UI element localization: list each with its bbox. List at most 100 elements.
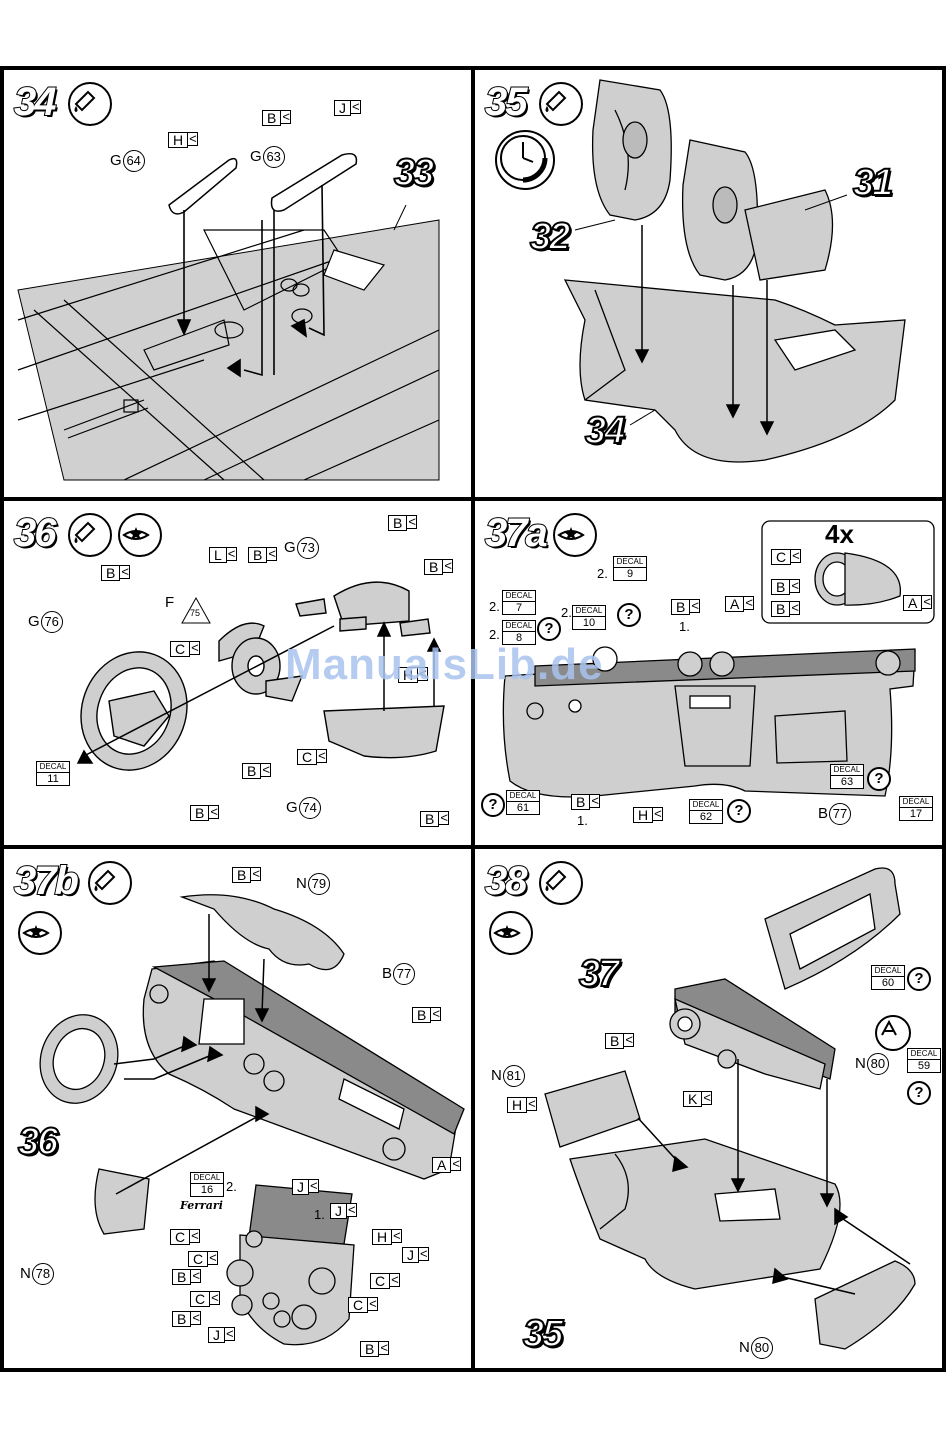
flag — [309, 1179, 319, 1193]
decal-number: 7 — [503, 601, 535, 614]
color-tag-b: B — [360, 1341, 390, 1357]
tag-letter: B — [248, 547, 268, 563]
color-tag-b: B — [232, 867, 262, 883]
decal-number: 9 — [614, 567, 646, 580]
flag — [702, 1091, 713, 1105]
color-tag-c: C — [348, 1297, 379, 1313]
decal-label: DECAL — [692, 800, 720, 809]
tag-letter: B — [172, 1269, 192, 1285]
tag-letter: B — [771, 601, 791, 617]
tag-letter: B — [172, 1311, 192, 1327]
flag — [690, 599, 701, 613]
tag-letter: B — [424, 559, 444, 575]
question-icon: ? — [907, 967, 931, 991]
color-tag-j: J — [334, 100, 361, 116]
tag-letter: B — [262, 110, 282, 126]
color-tag-b: B — [262, 110, 292, 126]
color-tag-a: A — [725, 596, 755, 612]
color-tag-k: K — [683, 1091, 713, 1107]
tag-letter: B — [420, 811, 440, 827]
flag — [188, 132, 199, 146]
color-tag-h: H — [372, 1229, 403, 1245]
step-35-panel: 35 31 32 34 — [475, 70, 942, 497]
tag-letter: B — [101, 565, 121, 581]
flag — [790, 601, 801, 615]
ref-letter: B — [382, 965, 393, 982]
tag-letter: B — [605, 1033, 625, 1049]
tag-letter: B — [190, 805, 210, 821]
part-33: 33 — [393, 151, 435, 195]
color-tag-h: H — [633, 807, 664, 823]
glue-icon — [68, 513, 112, 557]
order-1: 1. — [679, 619, 690, 634]
decal-number: 11 — [37, 772, 69, 785]
color-tag-h: H — [398, 667, 429, 683]
tag-letter: C — [771, 549, 792, 565]
tag-letter: B — [388, 515, 408, 531]
flag — [210, 1291, 221, 1305]
flag — [419, 1247, 429, 1261]
color-tag-b: B — [190, 805, 220, 821]
color-tag-j: J — [330, 1203, 357, 1219]
step-35-drawing — [563, 79, 906, 463]
step-36-drawing — [76, 581, 445, 771]
tag-letter: H — [507, 1097, 528, 1113]
question-icon: ? — [481, 793, 505, 817]
step-number: 38 — [484, 858, 528, 904]
order-1: 1. — [314, 1207, 325, 1222]
decal-label: DECAL — [833, 765, 861, 774]
tag-letter: L — [209, 547, 227, 563]
decal-label: DECAL — [575, 606, 603, 615]
decal-number: 63 — [831, 775, 863, 788]
color-tag-b: B — [771, 579, 801, 595]
decal-number: 16 — [191, 1183, 223, 1196]
step-36-panel: 36 F 75 G76 G73 G74 B L B B B C B C B B … — [4, 501, 471, 845]
ref-letter: G — [286, 799, 298, 816]
cut-icon — [875, 1015, 911, 1051]
color-tag-a: A — [432, 1157, 462, 1173]
color-tag-b: B — [420, 811, 450, 827]
decal-label: DECAL — [874, 966, 902, 975]
ref-letter: N — [855, 1055, 866, 1072]
flag — [443, 559, 454, 573]
decal-number: 60 — [872, 976, 904, 989]
step-number: 36 — [13, 510, 57, 556]
ref-letter: B — [818, 805, 829, 822]
tag-letter: A — [432, 1157, 452, 1173]
flag — [390, 1273, 401, 1287]
order-2: 2. — [226, 1179, 237, 1194]
step-38-drawing — [544, 867, 916, 1350]
flag — [790, 579, 801, 593]
color-tag-b: B — [571, 794, 601, 810]
ref-number: 77 — [393, 963, 416, 985]
question-icon: ? — [907, 1081, 931, 1105]
flag — [744, 596, 755, 610]
step-37b-drawing — [39, 894, 465, 1346]
ref-letter: N — [20, 1265, 31, 1282]
step-34-panel: 34 33 H B J G64 G63 — [4, 70, 471, 497]
tag-letter: C — [370, 1273, 391, 1289]
row-divider-2 — [0, 845, 946, 849]
decal-number: 59 — [908, 1059, 940, 1072]
decal-water-icon — [118, 513, 162, 557]
color-tag-h: H — [507, 1097, 538, 1113]
decal-water-icon — [18, 911, 62, 955]
ref-letter: G — [250, 148, 262, 165]
flag — [922, 595, 933, 609]
flag — [191, 1269, 202, 1283]
ref-letter: N — [739, 1339, 750, 1356]
tag-letter: H — [633, 807, 654, 823]
order-2: 2. — [489, 627, 500, 642]
color-tag-c: C — [190, 1291, 221, 1307]
tag-letter: J — [208, 1327, 225, 1343]
